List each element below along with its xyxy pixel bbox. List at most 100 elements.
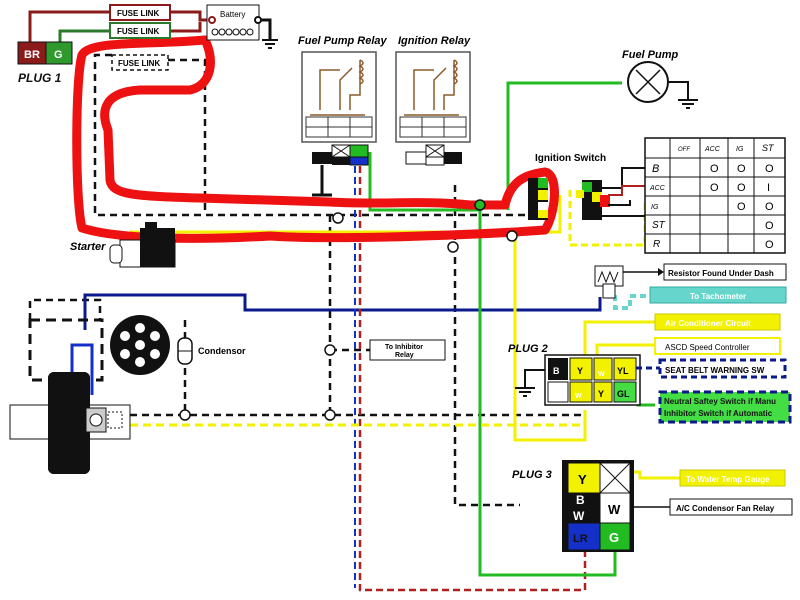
junction xyxy=(506,230,518,242)
fuel-pump-relay-connector-black xyxy=(312,152,332,164)
svg-text:Y: Y xyxy=(598,389,604,399)
switch-row-acc: ACC xyxy=(649,185,666,192)
ac-condensor-fan-relay: A/C Condensor Fan Relay xyxy=(630,498,793,516)
plug1-g-label: G xyxy=(54,49,63,61)
yellow-ac-wire xyxy=(583,320,655,355)
junction xyxy=(332,212,344,224)
switch-cell: O xyxy=(765,201,774,213)
navy-tach-wire xyxy=(83,293,602,330)
svg-text:W: W xyxy=(598,371,605,378)
switch-cell: O xyxy=(765,239,774,251)
fuse-link-2 xyxy=(109,22,171,39)
svg-text:W: W xyxy=(608,502,621,517)
fuel-pump-relay-label: Fuel Pump Relay xyxy=(298,35,388,47)
plug2-b-pin xyxy=(548,358,568,380)
switch-cell: O xyxy=(710,163,719,175)
switch-row-st: ST xyxy=(652,220,666,231)
plug1-title: PLUG 1 xyxy=(18,71,62,85)
plug2-w-pin xyxy=(593,357,613,381)
plug1-g-pin xyxy=(45,41,73,65)
resistor-icon xyxy=(594,265,624,287)
switch-cell: O xyxy=(737,201,746,213)
battery-ground-icon xyxy=(262,39,278,49)
plug1: BR G PLUG 1 xyxy=(17,41,73,85)
teal-tach-wire xyxy=(613,294,650,310)
ignition-relay-label: Ignition Relay xyxy=(398,35,471,47)
relay-coil-icon xyxy=(404,59,459,116)
ascd-label: ASCD Speed Controller xyxy=(665,343,750,352)
plug2-y3-pin xyxy=(593,381,613,403)
battery-terminal-pos xyxy=(208,16,216,24)
harness-coil xyxy=(28,298,102,320)
battery-label: Battery xyxy=(220,10,245,19)
ignition-relay: Ignition Relay xyxy=(395,35,471,166)
neutral-switch-line1: Neutral Saftey Switch if Manu xyxy=(664,397,776,406)
br-wire xyxy=(28,10,110,42)
junction xyxy=(179,409,191,421)
fuel-pump-ground-icon xyxy=(678,99,698,109)
coil-blue-wire xyxy=(70,343,94,395)
harness-left-loop xyxy=(93,53,530,217)
battery: Battery xyxy=(206,4,278,49)
yellow-dashed-switch-wire xyxy=(568,190,647,247)
plug2-labels: Air Conditioner Circuit ASCD Speed Contr… xyxy=(636,313,792,424)
resistor-label: Resistor Found Under Dash xyxy=(668,269,774,278)
air-conditioner-label: Air Conditioner Circuit xyxy=(665,319,751,328)
to-inhibitor-line1: To Inhibitor xyxy=(385,344,423,351)
fuel-pump-relay-connector-blue xyxy=(349,156,369,166)
junction xyxy=(324,409,336,421)
switch-cell: O xyxy=(765,163,774,175)
plug1-br-label: BR xyxy=(24,49,40,61)
fuse-link-3-label: FUSE LINK xyxy=(118,59,160,68)
switch-cell: O xyxy=(737,163,746,175)
fuel-pump-label: Fuel Pump xyxy=(622,49,679,61)
junctions xyxy=(179,199,518,421)
to-inhibitor-line2: Relay xyxy=(395,352,414,359)
green-fuelpump-wire xyxy=(506,81,622,210)
junction xyxy=(447,241,459,253)
g-wire xyxy=(58,29,110,42)
plug2: PLUG 2 B Y W YL W Y GL Y xyxy=(508,343,641,406)
yellow-vertical-wire xyxy=(513,232,587,442)
fuel-pump-relay: Fuel Pump Relay xyxy=(298,35,388,197)
switch-col-acc: ACC xyxy=(704,146,721,153)
green-relay-wire xyxy=(368,152,480,212)
svg-text:G: G xyxy=(609,530,619,545)
condensor-label: Condensor xyxy=(198,346,246,356)
harness-vertical-2 xyxy=(453,185,520,507)
fuse-link-2-label: FUSE LINK xyxy=(117,27,159,36)
fuel-pump: Fuel Pump xyxy=(622,49,698,109)
switch-col-ig: IG xyxy=(736,146,744,153)
plug3-w-pin xyxy=(599,492,631,524)
svg-text:Y: Y xyxy=(578,472,587,487)
switch-row-b: B xyxy=(652,163,659,175)
relay-coil-icon xyxy=(310,59,365,116)
neutral-switch-line2: Inhibitor Switch if Automatic xyxy=(664,409,773,418)
green-vertical-wire xyxy=(478,205,617,577)
svg-text:Y: Y xyxy=(577,366,583,376)
condensor: Condensor xyxy=(177,337,246,365)
switch-row-r: R xyxy=(653,239,660,250)
svg-text:W: W xyxy=(575,393,582,400)
fuse2-wire xyxy=(170,22,202,33)
junction xyxy=(474,199,486,211)
switch-col-off: OFF xyxy=(678,147,690,153)
switch-cell: I xyxy=(767,182,770,194)
red-marker-loop xyxy=(72,35,559,243)
plug2-y-pin xyxy=(569,357,593,381)
to-water-temp: To Water Temp Gauge xyxy=(679,469,786,487)
plug3: PLUG 3 Y B W W LR G xyxy=(512,460,634,552)
switch-col-st: ST xyxy=(762,143,775,153)
switch-cell: O xyxy=(765,220,774,232)
fuse-link-1-label: FUSE LINK xyxy=(117,9,159,18)
ignition-switch: Ignition Switch xyxy=(528,153,645,220)
to-water-temp-label: To Water Temp Gauge xyxy=(686,475,770,484)
switch-cell: O xyxy=(710,182,719,194)
ac-fan-relay-label: A/C Condensor Fan Relay xyxy=(676,504,775,513)
plug2-title: PLUG 2 xyxy=(508,343,548,355)
plug2-gl-pin xyxy=(613,381,637,403)
battery-cells xyxy=(211,28,254,36)
fuse-links: FUSE LINK FUSE LINK FUSE LINK xyxy=(109,4,171,71)
switch-cell: O xyxy=(737,182,746,194)
black-dashed-harness xyxy=(28,53,585,507)
